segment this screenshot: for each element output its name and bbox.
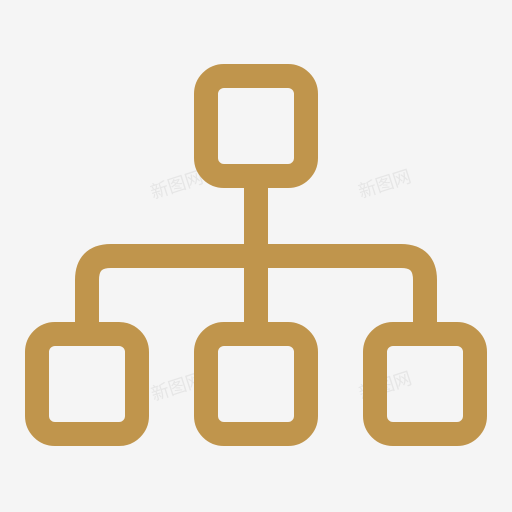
bottom-left-node-box (25, 322, 149, 446)
branch-connector (75, 244, 437, 346)
svg-text:新图网: 新图网 (356, 166, 414, 203)
bottom-right-node-box (363, 322, 487, 446)
svg-text:新图网: 新图网 (148, 167, 206, 204)
bottom-center-node-box (194, 322, 318, 446)
top-node-box (194, 64, 318, 188)
